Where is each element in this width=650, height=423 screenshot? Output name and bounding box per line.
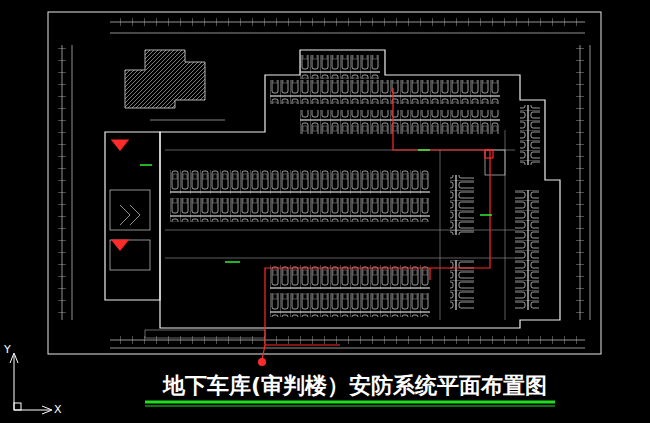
title-underline [145, 401, 555, 404]
adjacent-building [125, 50, 225, 120]
dimension-lines [58, 18, 590, 348]
security-cabling [112, 88, 493, 366]
title-underline [145, 406, 555, 407]
garage-outline [105, 50, 560, 338]
axis-label: X [54, 404, 62, 415]
drawing-frame [48, 12, 601, 354]
axis-label: Y [4, 344, 11, 355]
parking-stalls [170, 55, 540, 317]
drawing-title: 地下车库(审判楼）安防系统平面布置图 [163, 374, 547, 398]
ucs-icon [10, 353, 52, 414]
cable-marks [140, 150, 492, 262]
